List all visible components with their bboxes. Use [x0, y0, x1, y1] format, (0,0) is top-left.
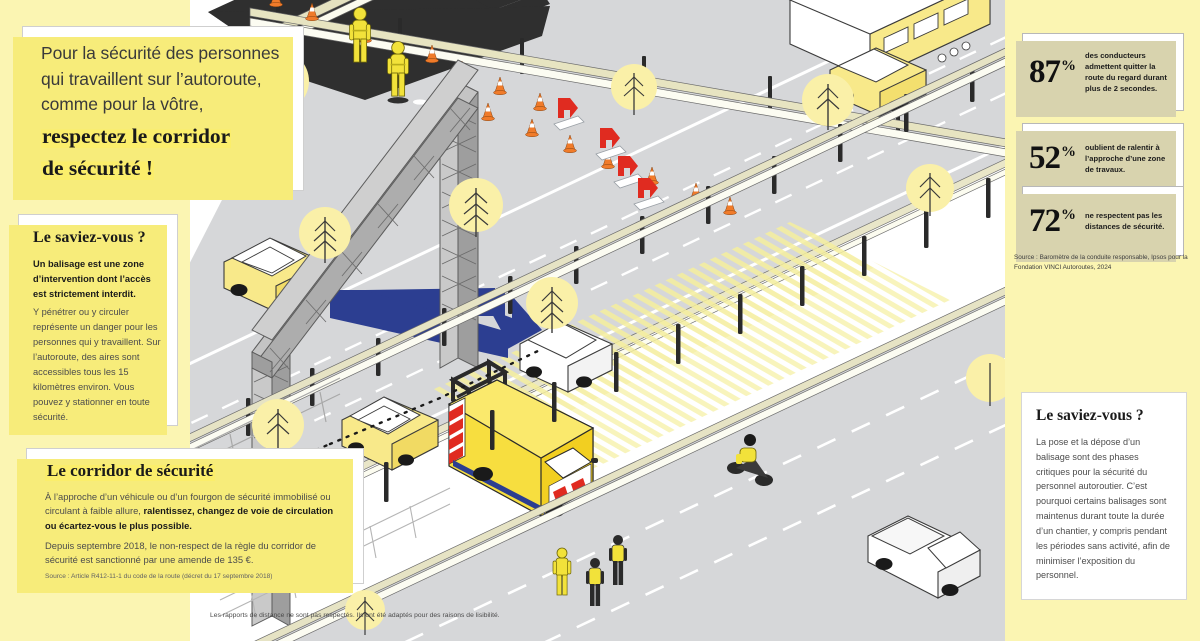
stat-1-number: 52%: [1029, 139, 1076, 176]
stat-2-number: 72%: [1029, 202, 1076, 239]
corridor-para1-pre: À l’approche d’un véhicule ou d’un fourg…: [45, 491, 331, 517]
stat-1-text: oublient de ralentir à l’approche d’une …: [1085, 142, 1166, 174]
corridor-source: Source : Article R412-11-1 du code de la…: [45, 573, 273, 581]
did-you-know-right-title: Le saviez-vous ?: [1036, 407, 1144, 424]
guardrail-rail-median-upper: [190, 47, 1005, 453]
corridor-paragraph-2: Depuis septembre 2018, le non-respect de…: [45, 539, 316, 566]
corridor-paragraph-1: À l’approche d’un véhicule ou d’un fourg…: [45, 490, 347, 533]
yellow-car-gantry: [341, 396, 439, 471]
did-you-know-left-card: Le saviez-vous ? Un balisage est une zon…: [9, 214, 178, 435]
did-you-know-left-bold: Un balisage est une zone d’intervention …: [33, 259, 151, 300]
guardrail-median-lower: [254, 286, 1005, 641]
hero-line-3: comme pour la vôtre,: [41, 94, 204, 115]
bus: [788, 0, 991, 81]
hero-line-2: qui travaillent sur l’autoroute,: [41, 68, 262, 89]
corridor-card: Le corridor de sécurité À l’approche d’u…: [17, 448, 364, 593]
corridor-para1-bold: ralentissez, changez de voie de circulat…: [45, 505, 334, 531]
stat-box-0: 87% des conducteurs admettent quitter la…: [1016, 33, 1184, 117]
stat-box-2: 72% ne respectent pas les distances de s…: [1016, 186, 1184, 262]
disclaimer-caption: Les rapports de distance ne sont pas res…: [210, 612, 500, 619]
did-you-know-left-title: Le saviez-vous ?: [33, 229, 146, 246]
hero-headline-card: Pour la sécurité des personnes qui trava…: [13, 26, 304, 200]
hero-line-1: Pour la sécurité des personnes: [41, 43, 280, 63]
chevron-direction-signs: [553, 98, 665, 211]
stat-2-text: ne respectent pas les distances de sécur…: [1085, 211, 1165, 231]
hero-emphasis-2: de sécurité !: [41, 156, 155, 181]
bottom-workers: [552, 535, 627, 606]
stat-0-text: des conducteurs admettent quitter la rou…: [1085, 51, 1167, 93]
motorcycle-rider: [727, 434, 773, 486]
stats-source: Source : Baromètre de la conduite respon…: [1014, 254, 1188, 271]
did-you-know-right-card: Le saviez-vous ? La pose et la dépose d’…: [1021, 392, 1187, 600]
stat-0-number: 87%: [1029, 53, 1076, 90]
stat-box-1: 52% oublient de ralentir à l’approche d’…: [1016, 123, 1184, 199]
pickup-truck: [867, 515, 981, 599]
corridor-title: Le corridor de sécurité: [45, 461, 216, 481]
road-workers-high-vis: [349, 7, 409, 104]
did-you-know-right-body: La pose et la dépose d’un balisage sont …: [1036, 437, 1170, 581]
did-you-know-left-text: Y pénétrer ou y circuler représente un d…: [33, 307, 161, 423]
did-you-know-left-body: Un balisage est une zone d’intervention …: [33, 257, 165, 426]
hatched-safety-corridor: [432, 222, 950, 470]
rear-hazard-stripes: [448, 397, 466, 465]
white-car-middle: [519, 321, 613, 393]
hero-emphasis-1: respectez le corridor: [41, 123, 232, 148]
